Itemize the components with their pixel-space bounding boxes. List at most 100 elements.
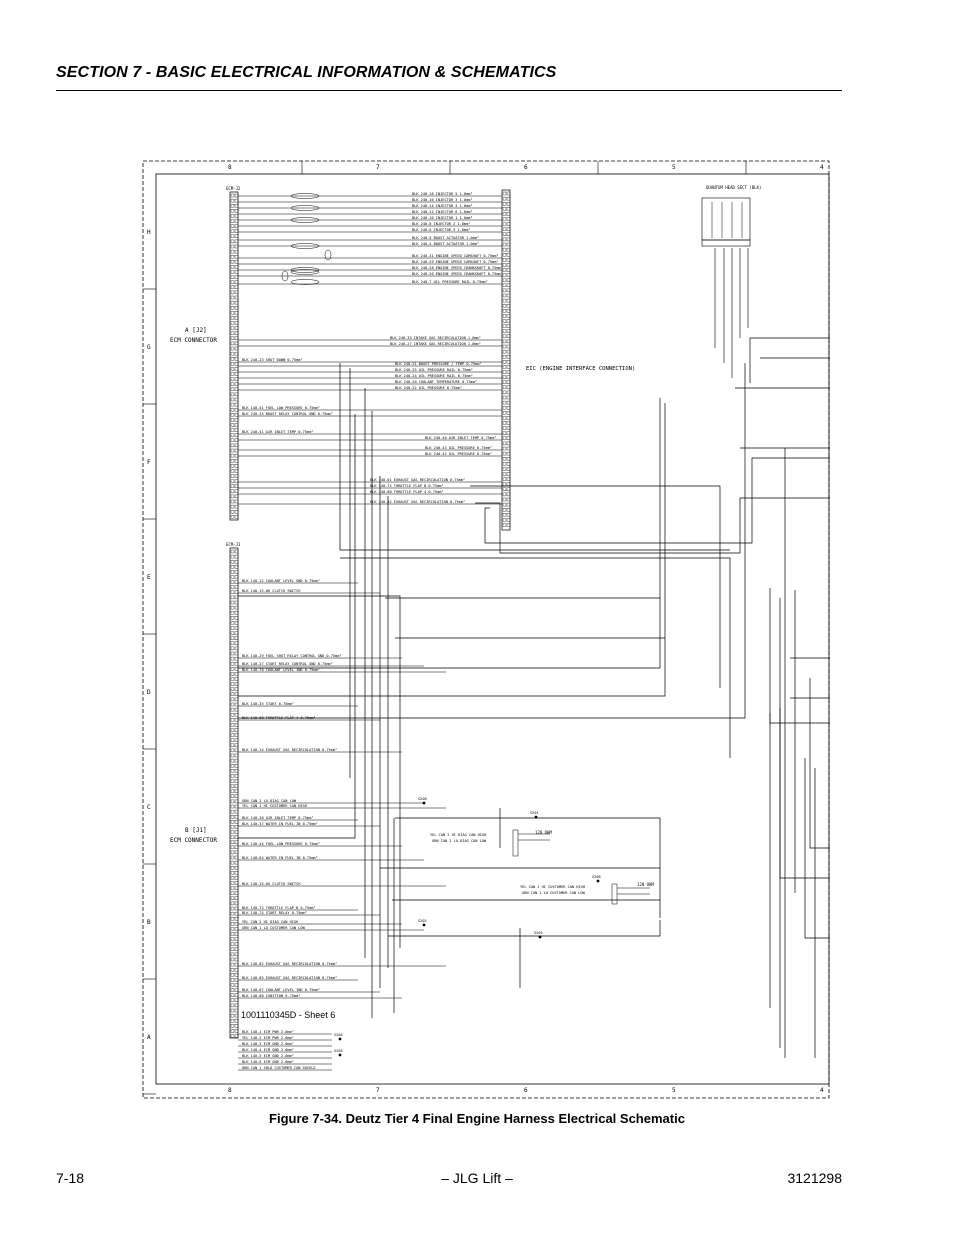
wire-label-b: BLK 140-44 FUEL LOW PRESSURE 0.75mm² (242, 842, 320, 846)
grid-col-7-top: 7 (376, 164, 380, 171)
wire-label-a: BLK 240-6 INJECTOR 3 1.0mm² (412, 228, 470, 232)
grid-row-G: G (147, 344, 151, 351)
wire-label-a: BLK 240-5 BOOST ACTUATOR 1.0mm² (412, 236, 479, 240)
splice-dot (338, 1053, 342, 1057)
wire-label-a: BLK 240-24 OIL PRESSURE RAIL 0.75mm² (395, 374, 473, 378)
grid-col-4-top: 4 (820, 164, 824, 171)
wire-label-a: BLK 240-42 OIL PRESSURE 0.75mm² (425, 452, 492, 456)
wire-label-b: BLK 140-88 IGNITION 0.75mm² (242, 994, 300, 998)
wire-label-a: BLK 240-16 INJECTOR 3 1.0mm² (412, 198, 473, 202)
splice-label: S202 (418, 919, 427, 923)
wire-label-a: BLK 240-41 AIR INLET TEMP 0.75mm² (242, 430, 313, 434)
wire-label-a: BLK 240-40 AIR INLET TEMP 0.75mm² (425, 436, 496, 440)
resistor-120ohm-1: 120 OHM (535, 830, 552, 835)
splice-label: S205 (334, 1049, 343, 1053)
wire-label-b: BLK 140-12 COOLANT LEVEL GND 0.75mm² (242, 579, 320, 583)
wire-label-a: BLK 240-35 BOOST RELAY CONTROL GND 0.75m… (242, 412, 333, 416)
wire-label-a: BLK 240-12 INJECTOR 6 1.0mm² (412, 210, 473, 214)
wire-label-power: BLK 140-4 ECM GND 2.0mm² (242, 1048, 294, 1052)
wire-label-a: BLK 240-18 INJECTOR 5 1.0mm² (412, 192, 473, 196)
grid-row-E: E (147, 574, 151, 581)
wire-label-b: BLK 140-14 EXHAUST GAS RECIRCULATION 0.7… (242, 748, 337, 752)
connector-b-sub: ECM CONNECTOR (170, 837, 217, 844)
connector-a-label: A [J2] (185, 327, 207, 334)
wire-group-j2 (238, 195, 502, 505)
wire-label-a: BLK 240-10 INJECTOR 1 1.0mm² (412, 216, 473, 220)
wire-label-b: GRN CAN 2 LO DIAG CAN LOW (242, 799, 297, 803)
grid-row-A: A (147, 1034, 151, 1041)
wire-label-a: BLK 240-4 BOOST ACTUATOR 1.0mm² (412, 242, 479, 246)
wire-label-a: BLK 140-80 THROTTLE FLAP 4 0.75mm² (370, 490, 444, 494)
wire-label-a: BLK 240-43 OIL PRESSURE 0.75mm² (425, 446, 492, 450)
splice-label: S201 (530, 811, 539, 815)
wire-label-b: YEL CAN 1 HI CUSTOMER CAN HIGH (242, 804, 307, 808)
wire-label-b: BLK 140-72 THROTTLE FLAP B 0.75mm² (242, 906, 316, 910)
wire-label-power: BLK 140-6 ECM GND 2.0mm² (242, 1060, 294, 1064)
wire-label-b: BLK 140-67 COOLANT LEVEL IND 0.75mm² (242, 988, 320, 992)
page-number: 7-18 (56, 1170, 85, 1186)
can-network-1: 120 OHM (512, 829, 552, 857)
wire-label-b: BLK 140-27 START RELAY CONTROL GND 0.75m… (242, 662, 333, 666)
splice-dot (338, 1037, 342, 1041)
wire-label-a: BLK 240-27 INTAKE GAS RECIRCULATION 1.0m… (390, 342, 481, 346)
grid-col-6-bottom: 6 (524, 1087, 528, 1094)
j1-pin-column (230, 549, 239, 1038)
grid-col-8-top: 8 (228, 164, 232, 171)
grid-row-D: D (147, 689, 151, 696)
ecm-j2-tag: ECM-J2 (226, 186, 241, 191)
can-network-2: 120 OHM (611, 882, 654, 905)
wire-label-power: ORN CAN 1 SHLD CUSTOMER CAN SHIELD (242, 1066, 316, 1070)
quantum-label: QUANTUM HEAD SECT (BLK) (706, 185, 761, 190)
wire-group-j1 (238, 582, 446, 1071)
can-label: YEL CAN 1 HI CUSTOMER CAN HIGH (520, 885, 585, 889)
wire-label-a: BLK 240-29 ENGINE SPEED CAMSHAFT 0.75mm² (412, 260, 499, 264)
doc-number: 3121298 (787, 1170, 842, 1186)
section-title: SECTION 7 - BASIC ELECTRICAL INFORMATION… (56, 64, 557, 81)
drawing-border (155, 173, 830, 1085)
eic-label: EIC (ENGINE INTERFACE CONNECTION) (526, 366, 635, 372)
wire-label-b: BLK 140-64 WATER IN FUEL IN 0.75mm² (242, 856, 318, 860)
grid-row-B: B (147, 919, 151, 926)
wire-label-a: BLK 240-31 ENGINE SPEED CAMSHAFT 0.75mm² (412, 254, 499, 258)
splice-label: S206 (592, 875, 601, 879)
splice-dot (534, 815, 538, 819)
routing-bus (238, 337, 830, 1058)
resistor-120ohm-2: 120 OHM (637, 882, 654, 887)
grid-col-7-bottom: 7 (376, 1087, 380, 1094)
wire-label-a: BLK 240-20 COOLANT TEMPERATURE 0.75mm² (395, 380, 477, 384)
sheet-reference: 1001110345D - Sheet 6 (241, 1010, 335, 1020)
splice-dot (538, 935, 542, 939)
grid-col-6-top: 6 (524, 164, 528, 171)
wire-label-power: YEL 140-2 ECM PWR 2.0mm² (242, 1036, 294, 1040)
grid-col-5-top: 5 (672, 164, 676, 171)
can-label: GRN CAN 2 LO DIAG CAN LOW (432, 839, 487, 843)
wire-label-a: BLK 240-22 OIL PRESSURE 0.75mm² (395, 386, 462, 390)
wire-label-a: BLK 240-23 SHUT DOWN 0.75mm² (242, 358, 303, 362)
wire-label-b: BLK 140-29 FUEL SHUT RELAY CONTROL GND 0… (242, 654, 342, 658)
grid-row-C: C (147, 804, 151, 811)
wire-label-b: BLK 140-15-05 CLUTCH SWITCH (242, 882, 300, 886)
wire-label-a: BLK 240-14 INJECTOR 4 1.0mm² (412, 204, 473, 208)
splice-dot (596, 879, 600, 883)
grid-row-F: F (147, 459, 151, 466)
wire-label-a: BLK 240-33 INTAKE GAS RECIRCULATION 1.0m… (390, 336, 481, 340)
figure-caption: Figure 7-34. Deutz Tier 4 Final Engine H… (269, 1111, 685, 1126)
wire-label-b: BLK 140-74 START RELAY 0.75mm² (242, 911, 307, 915)
connector-a-sub: ECM CONNECTOR (170, 337, 217, 344)
wire-label-a: BLK 240-21 BOOST PRESSURE / TEMP 0.75mm² (395, 362, 482, 366)
wire-label-b: BLK 140-35 START 0.75mm² (242, 702, 294, 706)
splice-label: S203 (534, 931, 543, 935)
drawing-frame (142, 160, 830, 1099)
publisher: – JLG Lift – (441, 1170, 513, 1186)
wire-label-a: BLK 240-28 ENGINE SPEED CRANKSHAFT 0.75m… (412, 266, 503, 270)
wire-label-a: BLK 240-7 OIL PRESSURE RAIL 0.75mm² (412, 280, 488, 284)
ecm-connector-j1: ECM-J1 (226, 542, 241, 1039)
wire-label-power: BLK 140-5 ECM GND 2.0mm² (242, 1054, 294, 1058)
ecm-j1-tag: ECM-J1 (226, 542, 241, 547)
splice-label: S204 (334, 1033, 343, 1037)
eic-pin-column (502, 191, 511, 527)
title-rule (56, 90, 842, 91)
